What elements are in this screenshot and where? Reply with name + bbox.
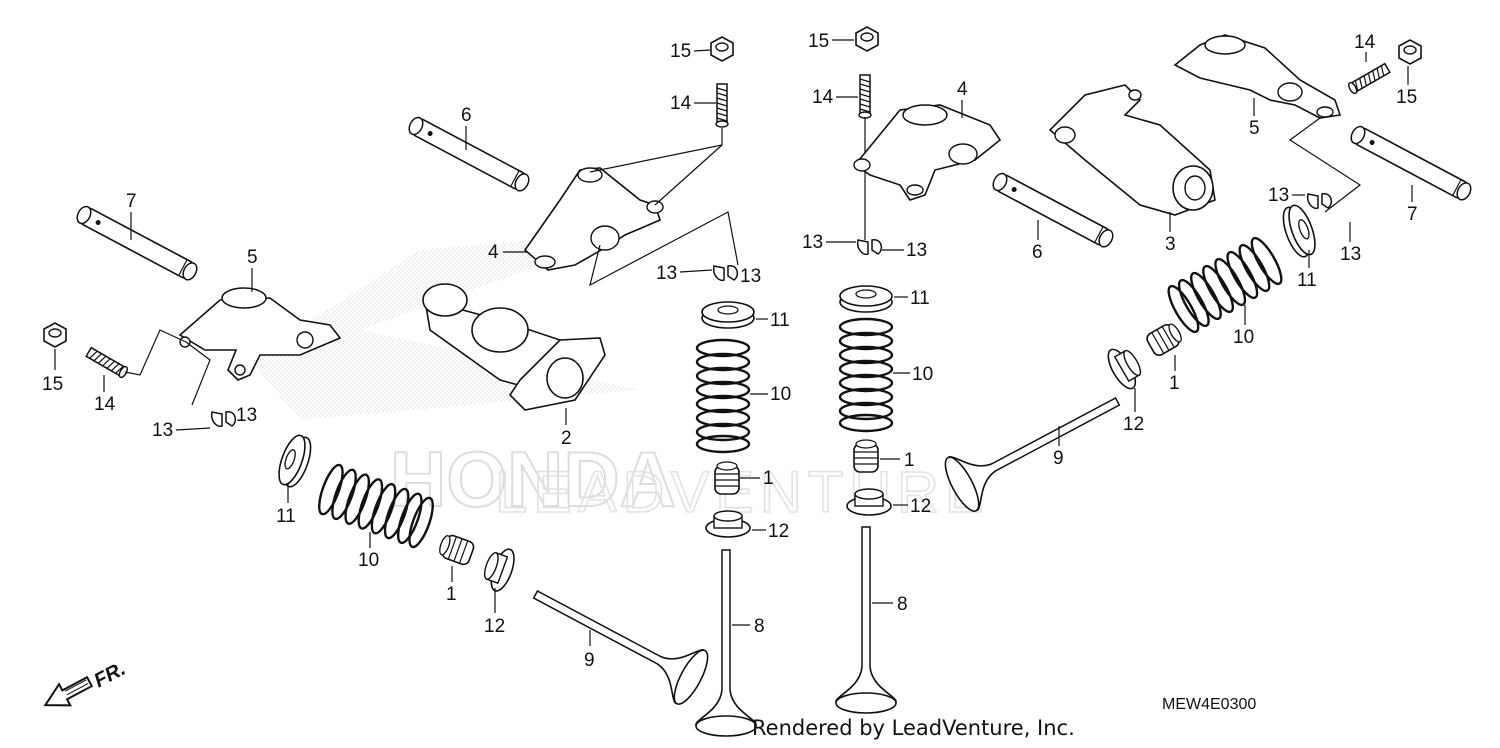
part-15-nut[interactable] [1398, 39, 1422, 65]
callout-5: 5 [1249, 118, 1260, 139]
callout-5: 5 [247, 247, 258, 268]
callout-12: 12 [768, 521, 789, 542]
part-10-valve-spring[interactable] [838, 317, 894, 433]
part-10-valve-spring[interactable] [1162, 233, 1288, 337]
part-4-rocker-arm[interactable] [853, 104, 1002, 201]
callout-15: 15 [1396, 87, 1417, 108]
callout-12: 12 [484, 616, 505, 637]
callout-11: 11 [770, 310, 790, 331]
callout-13: 13 [740, 266, 761, 287]
callout-9: 9 [1053, 448, 1064, 469]
callout-15: 15 [670, 41, 691, 62]
footer-credit: Rendered by LeadVenture, Inc. [752, 716, 1075, 740]
callout-12: 12 [910, 496, 931, 517]
callout-13: 13 [906, 240, 927, 261]
part-12-spring-seat[interactable] [1102, 340, 1149, 394]
part-1-stem-seal[interactable] [436, 531, 477, 567]
part-10-valve-spring[interactable] [695, 338, 751, 454]
callout-1: 1 [446, 584, 457, 605]
leader-line [654, 144, 723, 206]
part-11-spring-retainer[interactable] [701, 301, 755, 329]
leader-line [589, 211, 739, 287]
callout-8: 8 [897, 594, 908, 615]
part-13-valve-cotter[interactable] [856, 239, 883, 256]
callout-7: 7 [1407, 204, 1418, 225]
callout-3: 3 [1165, 234, 1176, 255]
part-1-stem-seal[interactable] [1144, 319, 1186, 359]
callout-13: 13 [1340, 244, 1361, 265]
part-5-rocker-arm[interactable] [1173, 34, 1342, 119]
part-13-valve-cotter[interactable] [1306, 193, 1333, 210]
callout-14: 14 [670, 93, 692, 114]
part-13-valve-cotter[interactable] [210, 411, 237, 428]
callout-15: 15 [42, 374, 63, 395]
part-14-adjusting-screw[interactable] [84, 346, 130, 380]
part-2-camshaft[interactable] [422, 283, 606, 411]
part-8-intake-valve[interactable] [695, 549, 757, 737]
part-14-adjusting-screw[interactable] [715, 83, 729, 128]
callout-6: 6 [461, 105, 472, 126]
callout-10: 10 [912, 364, 933, 385]
part-6-rocker-arm-shaft[interactable] [989, 170, 1117, 250]
part-4-rocker-arm[interactable] [523, 167, 664, 271]
callout-14: 14 [94, 394, 116, 415]
callout-labels: 15 14 6 7 5 4 2 13 13 15 14 13 13 11 10 … [42, 31, 1418, 671]
part-5-rocker-arm[interactable] [178, 287, 342, 381]
callout-13: 13 [236, 405, 257, 426]
part-15-nut[interactable] [43, 322, 67, 348]
leadventure-watermark: HONDA LEADVENTURE [250, 230, 984, 526]
callout-6: 6 [1032, 242, 1043, 263]
callout-7: 7 [126, 191, 137, 212]
leader-line [185, 341, 211, 406]
callout-1: 1 [763, 468, 774, 489]
callout-4: 4 [488, 242, 499, 263]
part-14-adjusting-screw[interactable] [1346, 62, 1392, 96]
callout-13: 13 [656, 263, 677, 284]
part-14-adjusting-screw[interactable] [858, 74, 872, 119]
callout-12: 12 [1123, 414, 1144, 435]
part-11-spring-retainer[interactable] [839, 285, 893, 313]
part-7-rocker-arm-shaft[interactable] [1347, 123, 1475, 203]
diagram-code: MEW4E0300 [1162, 696, 1257, 713]
callout-10: 10 [1233, 327, 1254, 348]
callout-13: 13 [802, 232, 823, 253]
part-1-stem-seal[interactable] [714, 461, 740, 495]
part-13-valve-cotter[interactable] [712, 265, 739, 282]
part-1-stem-seal[interactable] [853, 439, 879, 473]
callout-14: 14 [812, 87, 834, 108]
callout-8: 8 [754, 616, 765, 637]
callout-10: 10 [770, 384, 791, 405]
callout-11: 11 [276, 506, 296, 527]
leader-line [1288, 117, 1362, 213]
callout-2: 2 [561, 428, 572, 449]
leader-line [589, 128, 723, 173]
part-11-spring-retainer[interactable] [1277, 201, 1322, 261]
part-7-rocker-arm-shaft[interactable] [73, 203, 201, 283]
front-arrow-icon [43, 675, 94, 707]
callout-11: 11 [1297, 270, 1317, 291]
callout-11: 11 [910, 288, 930, 309]
part-6-rocker-arm-shaft[interactable] [405, 114, 533, 194]
part-8-intake-valve[interactable] [835, 526, 897, 714]
callout-9: 9 [584, 650, 595, 671]
callout-13: 13 [152, 420, 173, 441]
leader-line [124, 329, 187, 376]
part-3-camshaft[interactable] [1048, 84, 1216, 216]
part-9-exhaust-valve[interactable] [520, 567, 715, 710]
part-11-spring-retainer[interactable] [272, 431, 317, 491]
callout-14: 14 [1354, 32, 1376, 53]
callout-15: 15 [808, 31, 829, 52]
part-9-exhaust-valve[interactable] [938, 374, 1133, 517]
callout-1: 1 [904, 450, 915, 471]
callout-1: 1 [1169, 373, 1180, 394]
callout-10: 10 [358, 550, 379, 571]
honda-watermark-text: HONDA [390, 435, 676, 523]
part-15-nut[interactable] [855, 26, 879, 52]
callout-4: 4 [957, 79, 968, 100]
part-12-spring-seat[interactable] [478, 542, 520, 595]
callout-13: 13 [1268, 185, 1289, 206]
part-15-nut[interactable] [710, 36, 734, 62]
